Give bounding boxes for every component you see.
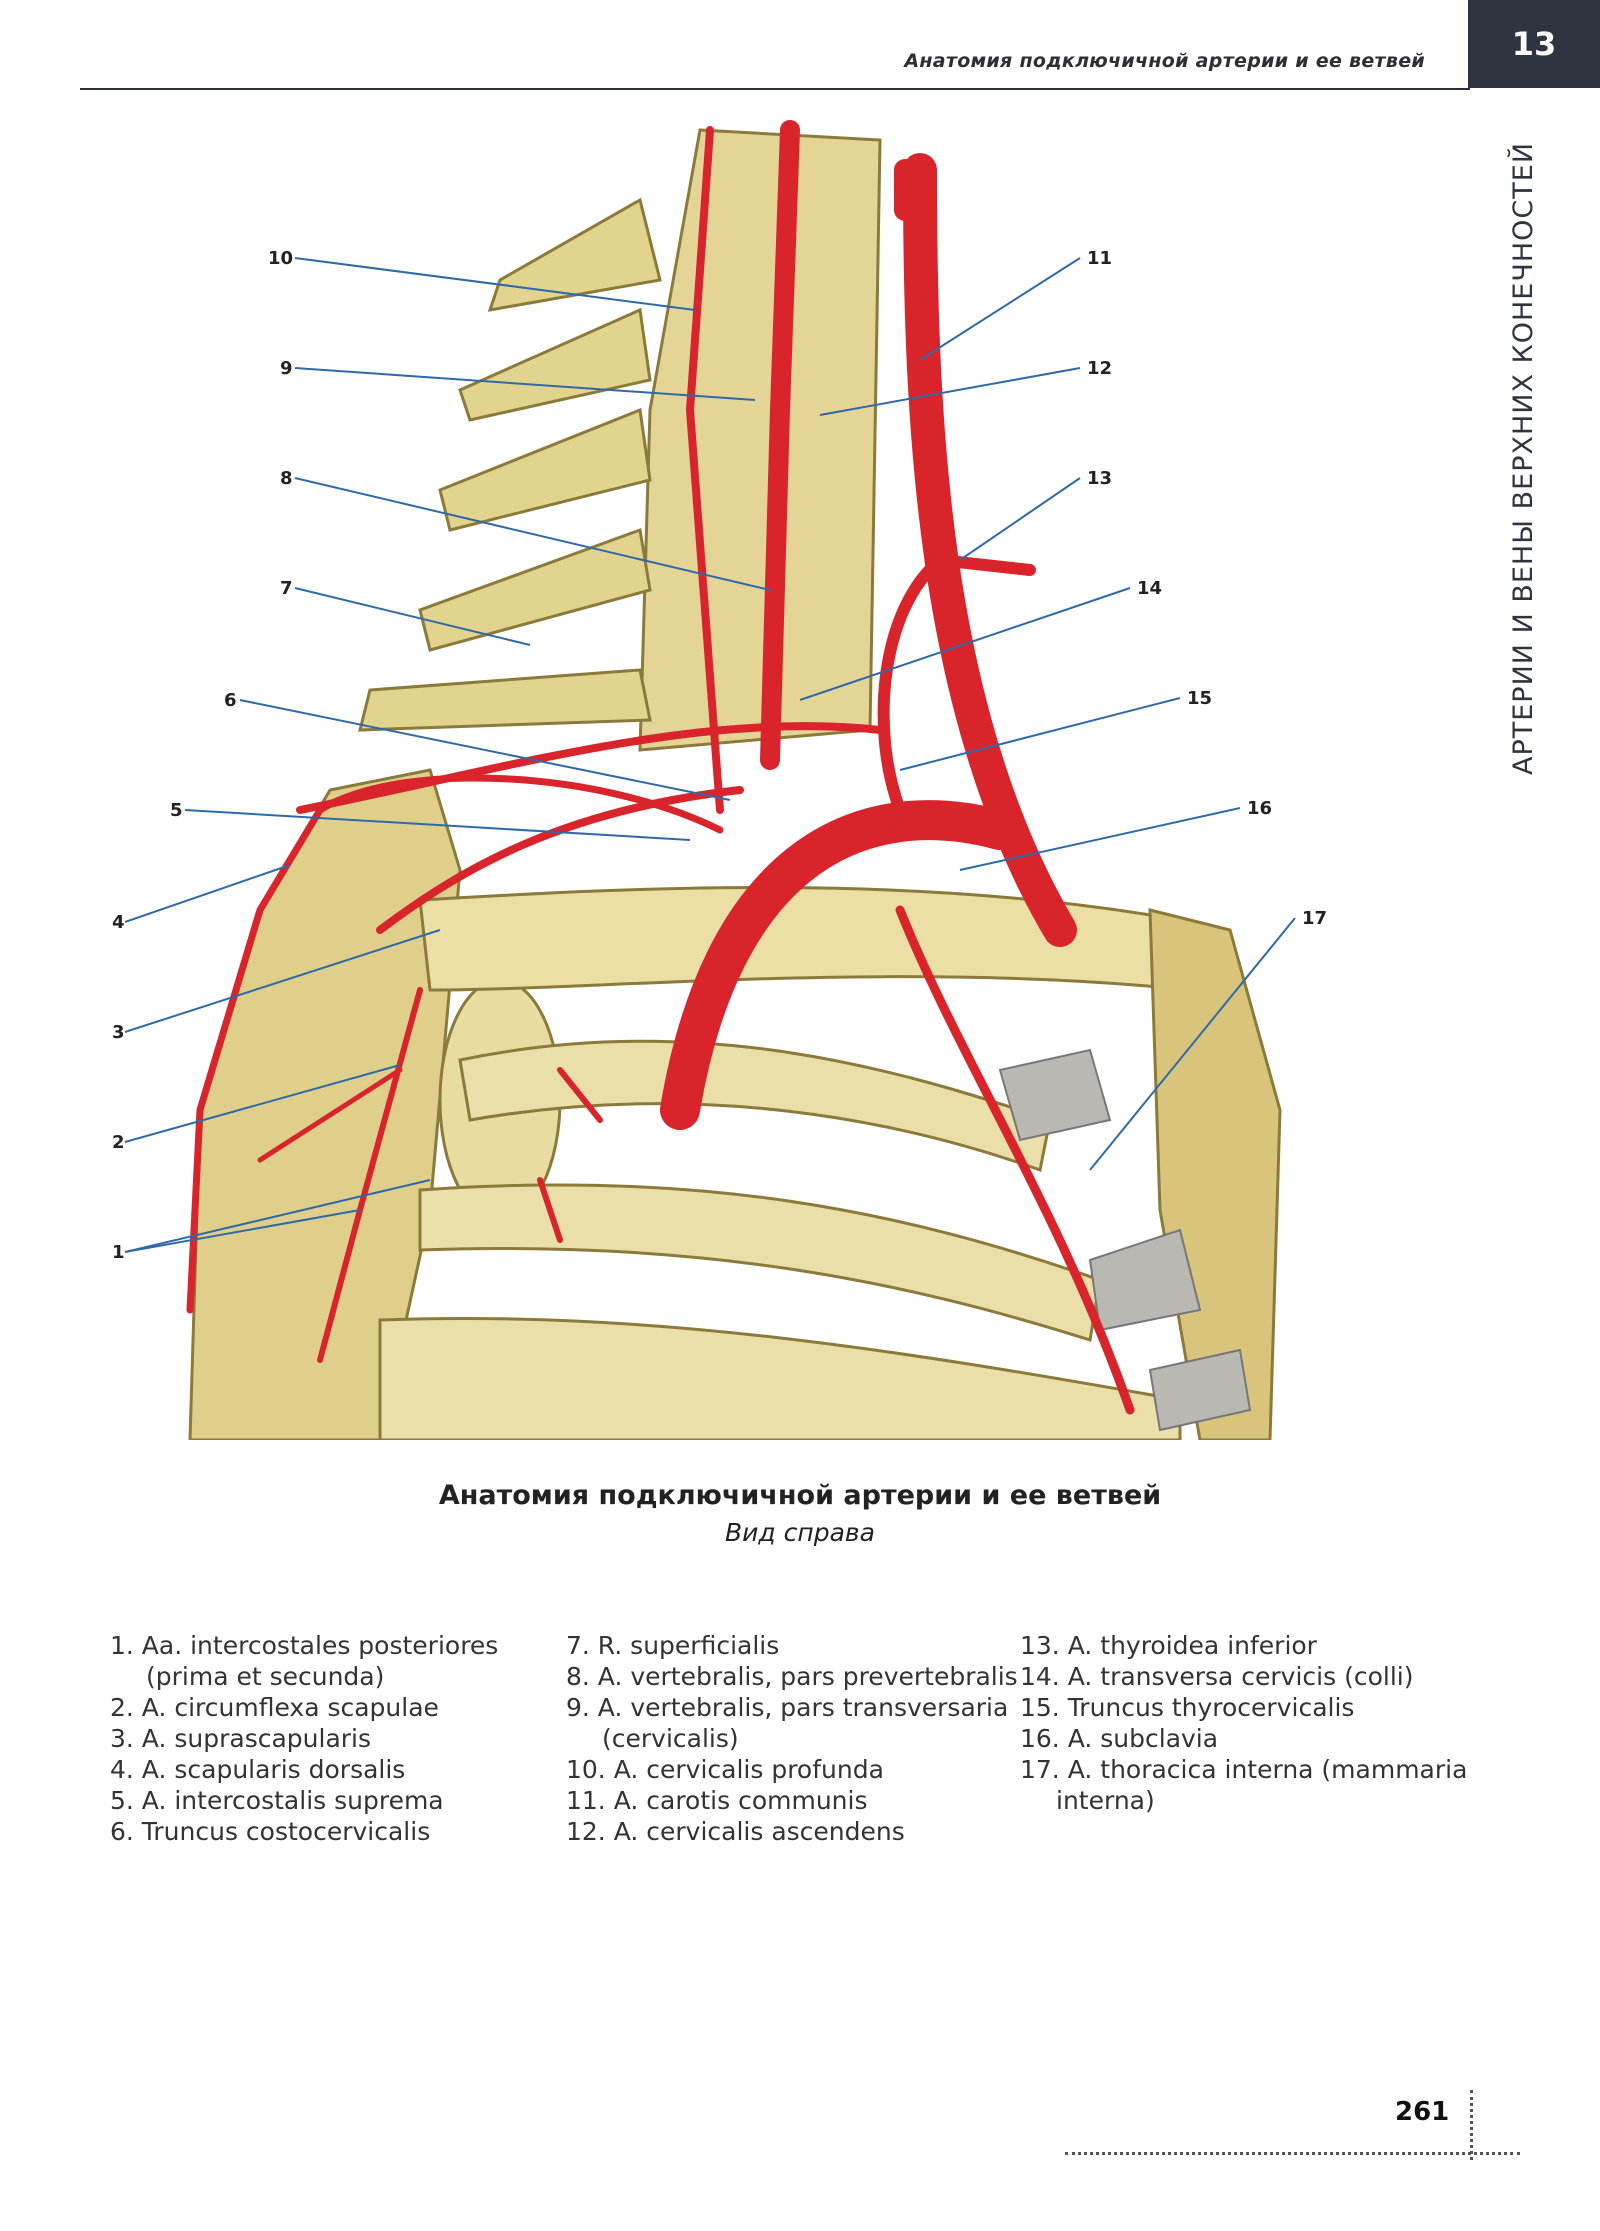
legend-item: 16. A. subclavia bbox=[1020, 1724, 1219, 1753]
legend-item: 1. Aa. intercostales posteriores bbox=[110, 1631, 499, 1660]
callout-label: 1 bbox=[112, 1242, 125, 1263]
legend-item: 3. A. suprascapularis bbox=[110, 1724, 372, 1753]
callout-label: 11 bbox=[1087, 248, 1112, 269]
callout-lines bbox=[124, 257, 1296, 1253]
footer-dotted-rule bbox=[1065, 2152, 1520, 2155]
callout-label: 8 bbox=[280, 468, 293, 489]
anatomy-illustration: 10 9 8 7 6 5 4 3 2 1 11 12 13 14 15 16 1… bbox=[112, 120, 1327, 1440]
legend-item: 6. Truncus costocervicalis bbox=[110, 1817, 431, 1846]
callout-label: 12 bbox=[1087, 358, 1112, 379]
callout-label: 13 bbox=[1087, 468, 1112, 489]
legend-item: 11. A. carotis communis bbox=[566, 1786, 868, 1815]
callout-label: 17 bbox=[1302, 908, 1327, 929]
legend-item: 2. A. circumflexa scapulae bbox=[110, 1693, 439, 1722]
legend-item-continuation: (prima et secunda) bbox=[146, 1662, 385, 1691]
legend-item-continuation: interna) bbox=[1056, 1786, 1155, 1815]
legend-item: 4. A. scapularis dorsalis bbox=[110, 1755, 406, 1784]
legend-column-2: 7. R. superficialis 8. A. vertebralis, p… bbox=[566, 1630, 1018, 1847]
legend-item: 17. A. thoracica interna (mammaria bbox=[1020, 1755, 1468, 1784]
legend-item: 8. A. vertebralis, pars prevertebralis bbox=[566, 1662, 1018, 1691]
legend-item: 10. A. cervicalis profunda bbox=[566, 1755, 884, 1784]
callout-labels-left: 10 9 8 7 6 5 4 3 2 1 bbox=[112, 248, 293, 1263]
legend-item: 14. A. transversa cervicis (colli) bbox=[1020, 1662, 1414, 1691]
figure-title: Анатомия подключичной артерии и ее ветве… bbox=[438, 1480, 1162, 1511]
callout-label: 5 bbox=[170, 800, 183, 821]
legend-item: 12. A. cervicalis ascendens bbox=[566, 1817, 905, 1846]
callout-label: 16 bbox=[1247, 798, 1272, 819]
callout-label: 2 bbox=[112, 1132, 125, 1153]
figure-subtitle: Вид справа bbox=[725, 1518, 875, 1547]
legend-item: 13. A. thyroidea inferior bbox=[1020, 1631, 1317, 1660]
callout-label: 4 bbox=[112, 912, 125, 933]
callout-label: 6 bbox=[224, 690, 237, 711]
callout-label: 3 bbox=[112, 1022, 125, 1043]
header-rule bbox=[80, 88, 1470, 90]
callout-label: 15 bbox=[1187, 688, 1212, 709]
legend-item: 5. A. intercostalis suprema bbox=[110, 1786, 444, 1815]
footer-dotted-rule-vertical bbox=[1470, 2090, 1473, 2160]
legend-item: 9. A. vertebralis, pars transversaria bbox=[566, 1693, 1009, 1722]
page-number: 261 bbox=[1395, 2097, 1450, 2127]
callout-label: 14 bbox=[1137, 578, 1162, 599]
chapter-number-badge: 13 bbox=[1468, 0, 1600, 88]
legend-item: 15. Truncus thyrocervicalis bbox=[1020, 1693, 1355, 1722]
callout-label: 9 bbox=[280, 358, 293, 379]
callout-label: 7 bbox=[280, 578, 293, 599]
callout-label: 10 bbox=[268, 248, 293, 269]
arteries bbox=[186, 120, 1135, 1415]
legend-column-1: 1. Aa. intercostales posteriores (prima … bbox=[110, 1630, 498, 1847]
callout-labels-right: 11 12 13 14 15 16 17 bbox=[1087, 248, 1327, 929]
legend-column-3: 13. A. thyroidea inferior 14. A. transve… bbox=[1020, 1630, 1467, 1816]
running-title: Анатомия подключичной артерии и ее ветве… bbox=[904, 50, 1425, 72]
legend-item: 7. R. superficialis bbox=[566, 1631, 780, 1660]
legend-item-continuation: (cervicalis) bbox=[602, 1724, 739, 1753]
